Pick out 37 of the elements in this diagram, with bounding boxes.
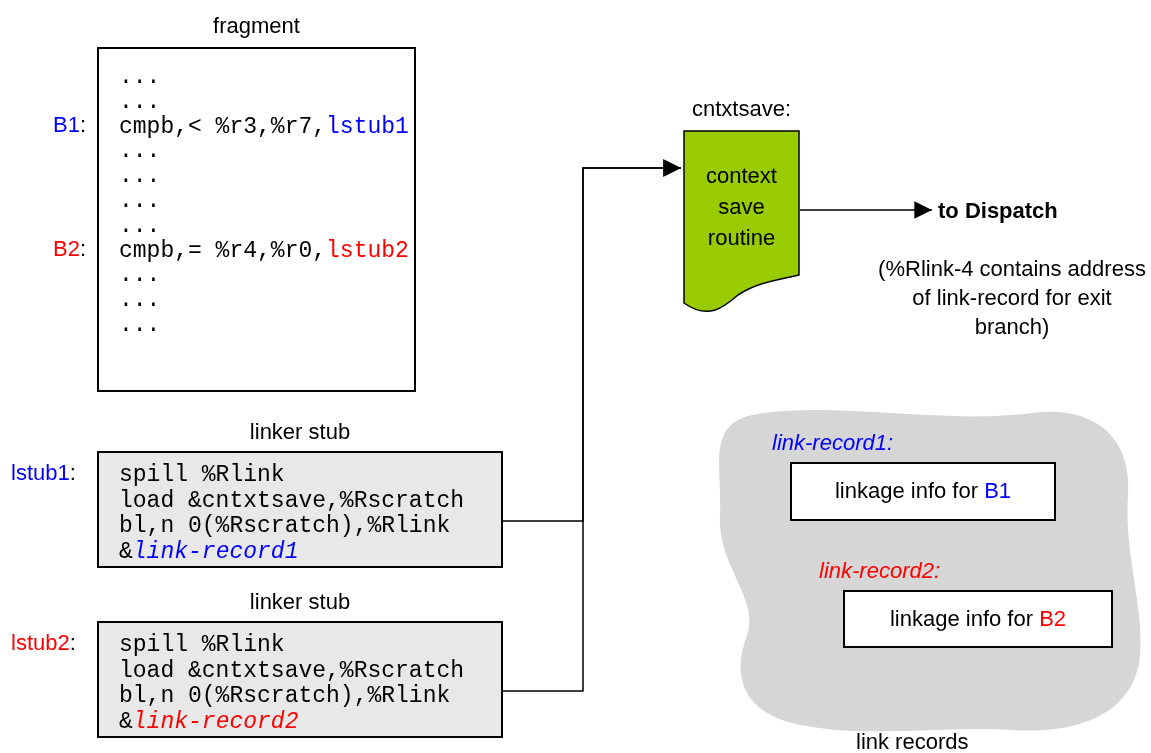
code-line: bl,n 0(%Rscratch),%Rlink: [119, 684, 451, 710]
code-line: bl,n 0(%Rscratch),%Rlink: [119, 514, 451, 540]
heading: fragment: [213, 13, 300, 39]
code-line: ...: [119, 139, 161, 165]
code-line: &link-record1: [119, 539, 299, 565]
code-line: ...: [119, 164, 161, 190]
code-line: ...: [119, 288, 161, 314]
side-label: B1:: [53, 111, 87, 138]
heading: link-record2:: [819, 558, 941, 584]
heading: linker stub: [249, 419, 351, 445]
shape-label: context save routine: [705, 162, 778, 252]
heading: linker stub: [249, 589, 351, 615]
code-line: load &cntxtsave,%Rscratch: [119, 658, 465, 684]
note: (%Rlink-4 contains address of link-record for exit branch): [877, 255, 1147, 341]
heading: link-record1:: [772, 430, 894, 456]
code-line: ...: [119, 189, 161, 215]
heading: cntxtsave:: [692, 96, 791, 122]
code-line: ...: [119, 263, 161, 289]
code-line: ...: [119, 313, 161, 339]
code-line: cmpb,< %r3,%r7,lstub1: [119, 114, 409, 140]
dispatch-label: to Dispatch: [938, 198, 1058, 224]
node-label: link records: [856, 729, 969, 753]
code-line: cmpb,= %r4,%r0,lstub2: [119, 238, 409, 264]
code-line: ...: [119, 89, 161, 115]
code-line: &link-record2: [119, 709, 299, 735]
code-line: ...: [119, 213, 161, 239]
code-line: spill %Rlink: [119, 633, 285, 659]
arrow: [799, 201, 933, 219]
record-label: linkage info for B2: [888, 606, 1068, 632]
arrow: [502, 159, 682, 692]
code-line: load &cntxtsave,%Rscratch: [119, 488, 465, 514]
record-label: linkage info for B1: [833, 478, 1013, 504]
code-line: spill %Rlink: [119, 463, 285, 489]
side-label: lstub1:: [11, 460, 76, 486]
code-line: ...: [119, 65, 161, 91]
side-label: B2:: [53, 235, 87, 262]
side-label: lstub2:: [11, 630, 76, 656]
